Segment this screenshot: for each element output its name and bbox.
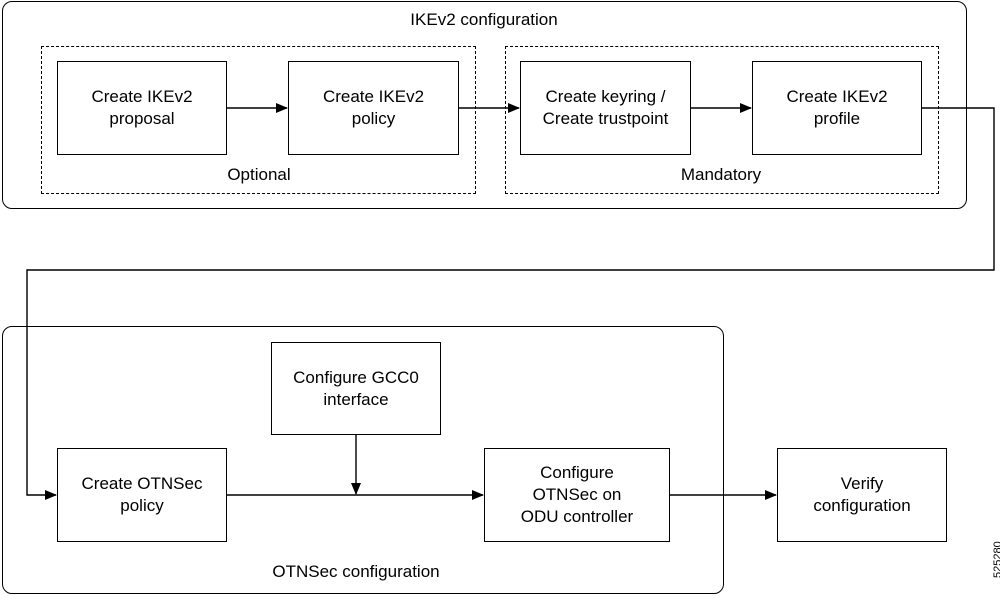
optional-label: Optional: [227, 165, 291, 184]
configure-otnsec-odu-controller-step: Configure OTNSec on ODU controller: [484, 448, 670, 542]
create-otnsec-policy-step: Create OTNSec policy: [57, 448, 227, 542]
create-ikev2-profile-step: Create IKEv2 profile: [752, 61, 922, 155]
create-ikev2-policy-step: Create IKEv2 policy: [288, 61, 459, 155]
ikev2-group-title: IKEv2 configuration: [410, 10, 558, 29]
figure-number: 525280: [992, 541, 1000, 578]
create-ikev2-proposal-step: Create IKEv2 proposal: [57, 61, 227, 155]
mandatory-label: Mandatory: [680, 165, 762, 184]
verify-configuration-step: Verify configuration: [777, 448, 947, 542]
otnsec-group-title: OTNSec configuration: [272, 562, 440, 581]
configure-gcc0-interface-step: Configure GCC0 interface: [271, 342, 441, 435]
create-keyring-trustpoint-step: Create keyring / Create trustpoint: [520, 61, 691, 155]
